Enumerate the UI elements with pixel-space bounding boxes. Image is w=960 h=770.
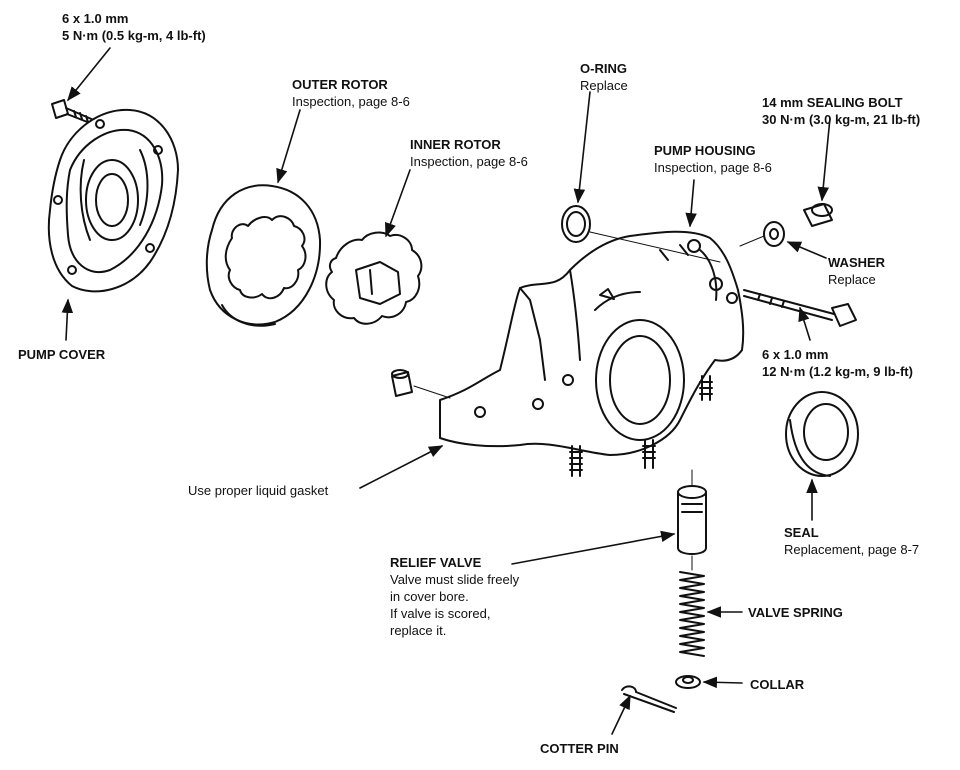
relief-valve-line-2: in cover bore. xyxy=(390,589,469,604)
relief-valve-label: RELIEF VALVE Valve must slide freely in … xyxy=(390,554,519,639)
inner-rotor-note: Inspection, page 8-6 xyxy=(410,154,528,169)
valve-spring-label: VALVE SPRING xyxy=(748,605,843,620)
relief-valve-line-1: Valve must slide freely xyxy=(390,572,520,587)
housing-bolt xyxy=(743,289,857,327)
cotter-pin xyxy=(621,685,677,713)
relief-valve-line-4: replace it. xyxy=(390,623,447,638)
pump-cover xyxy=(47,108,179,293)
valve-spring xyxy=(679,571,705,657)
sealing-bolt-label: 14 mm SEALING BOLT 30 N·m (3.0 kg-m, 21 … xyxy=(762,94,920,128)
gasket-label: Use proper liquid gasket xyxy=(188,483,329,498)
housing-bolt-torque: 12 N·m (1.2 kg-m, 9 lb-ft) xyxy=(762,364,913,379)
cotter-pin-label: COTTER PIN xyxy=(540,741,619,756)
outer-rotor xyxy=(205,184,322,327)
outer-rotor-label: OUTER ROTOR Inspection, page 8-6 xyxy=(292,76,410,110)
housing-bolt-label: 6 x 1.0 mm 12 N·m (1.2 kg-m, 9 lb-ft) xyxy=(762,346,913,380)
washer-title: WASHER xyxy=(828,255,886,270)
sealing-bolt xyxy=(803,203,833,227)
o-ring-title: O-RING xyxy=(580,61,627,76)
collar-label: COLLAR xyxy=(750,677,805,692)
inner-rotor xyxy=(325,231,423,325)
pump-housing xyxy=(439,230,745,477)
inner-rotor-label: INNER ROTOR Inspection, page 8-6 xyxy=(410,136,528,170)
washer xyxy=(763,221,785,247)
cover-bolt-size: 6 x 1.0 mm xyxy=(62,11,129,26)
collar xyxy=(675,675,701,689)
relief-valve xyxy=(677,485,707,555)
pump-housing-note: Inspection, page 8-6 xyxy=(654,160,772,175)
relief-valve-title: RELIEF VALVE xyxy=(390,555,482,570)
pump-cover-label: PUMP COVER xyxy=(18,347,106,362)
dowel-pin xyxy=(391,369,413,397)
o-ring-label: O-RING Replace xyxy=(580,60,628,94)
inner-rotor-title: INNER ROTOR xyxy=(410,137,501,152)
sealing-bolt-title: 14 mm SEALING BOLT xyxy=(762,95,903,110)
sealing-bolt-torque: 30 N·m (3.0 kg-m, 21 lb-ft) xyxy=(762,112,921,127)
cover-bolt-torque: 5 N·m (0.5 kg-m, 4 lb-ft) xyxy=(62,28,206,43)
housing-bolt-size: 6 x 1.0 mm xyxy=(762,347,829,362)
pump-housing-title: PUMP HOUSING xyxy=(654,143,756,158)
o-ring xyxy=(561,205,591,243)
seal-title: SEAL xyxy=(784,525,819,540)
seal xyxy=(785,391,859,477)
outer-rotor-note: Inspection, page 8-6 xyxy=(292,94,410,109)
pump-housing-label: PUMP HOUSING Inspection, page 8-6 xyxy=(654,142,772,176)
outer-rotor-title: OUTER ROTOR xyxy=(292,77,388,92)
cover-bolt-label: 6 x 1.0 mm 5 N·m (0.5 kg-m, 4 lb-ft) xyxy=(62,10,206,44)
seal-label: SEAL Replacement, page 8-7 xyxy=(784,524,919,558)
seal-note: Replacement, page 8-7 xyxy=(784,542,920,557)
relief-valve-line-3: If valve is scored, xyxy=(390,606,491,621)
washer-label: WASHER Replace xyxy=(828,254,885,288)
washer-note: Replace xyxy=(828,272,876,287)
o-ring-note: Replace xyxy=(580,78,628,93)
